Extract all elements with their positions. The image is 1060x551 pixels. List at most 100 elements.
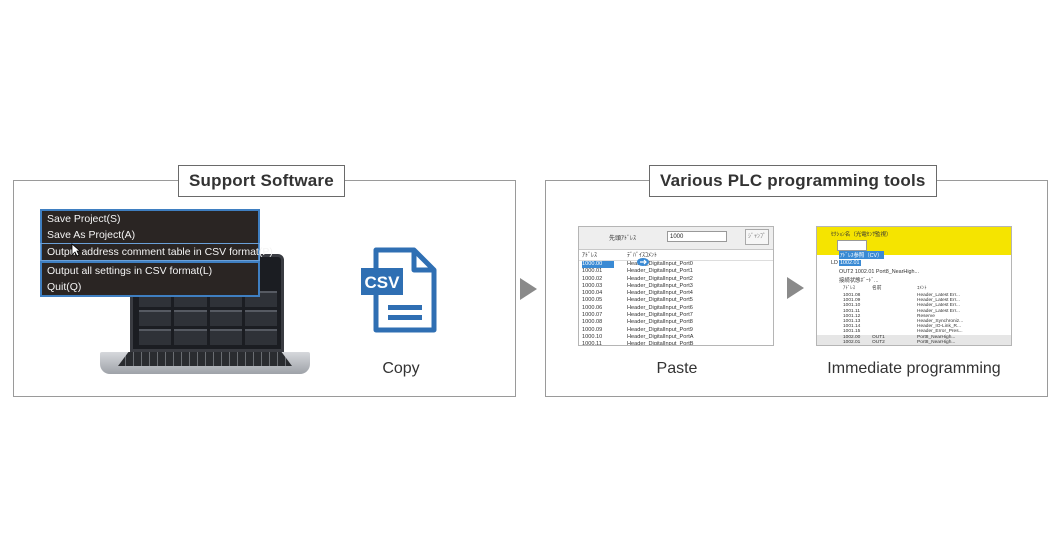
row-comment: Header_DigitalInput_Port9 xyxy=(627,326,693,333)
menu-item-save-project[interactable]: Save Project(S) xyxy=(47,213,121,225)
row-address: 1000.06 xyxy=(582,304,603,311)
programming-screenshot: ｾｸｼｮﾝ名（光電ｾﾝｻ監視） ｱﾄﾞﾚｽ参照（CV） LD 1002.01 O… xyxy=(816,226,1012,346)
out-line: OUT2 1002.01 Port8_NearHigh... xyxy=(839,269,920,275)
row-address: 1001.14 xyxy=(843,324,861,330)
jump-button[interactable]: ｼﾞｬﾝﾌﾟ xyxy=(745,229,769,245)
plc-tools-title: Various PLC programming tools xyxy=(649,165,937,197)
table-row[interactable]: 1000.11 Header_DigitalInput_PortB xyxy=(579,341,773,346)
table-row[interactable]: 1000.10 Header_DigitalInput_PortA xyxy=(579,334,773,341)
row-comment: Header_Error_Pres... xyxy=(917,329,963,335)
row-comment: Header_DigitalInput_Port8 xyxy=(627,319,693,326)
row-address: 1000.09 xyxy=(582,326,603,333)
csv-badge-text: CSV xyxy=(365,273,401,292)
column-address: ｱﾄﾞﾚｽ xyxy=(843,286,855,291)
row-comment: Header_IO-Link_R... xyxy=(917,324,961,330)
laptop-keyboard xyxy=(118,352,292,366)
row-comment: Header_DigitalInput_Port0 xyxy=(627,261,693,267)
row-address: 1001.12 xyxy=(843,313,861,319)
menu-separator xyxy=(40,261,260,263)
out-sub-line: 接続状態ﾎﾞｰﾄﾞ... xyxy=(839,278,879,284)
table-row[interactable]: 1000.00 Header_DigitalInput_Port0 xyxy=(579,261,773,269)
row-name: OUT1 xyxy=(872,334,885,340)
table-row[interactable]: 1001.12 Reserve xyxy=(817,314,1011,319)
table-row[interactable]: 1000.03 Header_DigitalInput_Port3 xyxy=(579,283,773,290)
row-address: 1001.08 xyxy=(843,293,861,298)
ld-instruction: LD xyxy=(831,260,838,266)
row-comment: Port8_NearHigh... xyxy=(917,334,956,340)
row-address: 1000.10 xyxy=(582,333,603,340)
row-address: 1000.01 xyxy=(582,268,603,275)
csv-file-icon: CSV xyxy=(361,247,437,333)
row-address: 1000.02 xyxy=(582,275,603,282)
column-comment: ﾃﾞﾊﾞｲｽｺﾒﾝﾄ xyxy=(627,253,658,259)
support-software-title: Support Software xyxy=(178,165,345,197)
paste-marker-icon xyxy=(637,258,649,266)
row-address: 1001.11 xyxy=(843,308,860,314)
table-row[interactable]: 1001.15 Header_Error_Pres... xyxy=(817,329,1011,334)
ld-operand: 1002.01 xyxy=(839,260,861,266)
menu-item-output-address-comment-csv[interactable]: Output address comment table in CSV form… xyxy=(40,243,273,261)
row-comment: Header_DigitalInput_Port5 xyxy=(627,297,693,304)
row-comment: Header_Latest Err... xyxy=(917,308,960,314)
caption-immediate-programming: Immediate programming xyxy=(827,360,1001,377)
menu-item-save-as-project[interactable]: Save As Project(A) xyxy=(47,229,136,241)
row-address: 1000.07 xyxy=(582,312,603,319)
row-address: 1002.00 xyxy=(843,334,861,340)
caption-copy: Copy xyxy=(382,360,420,377)
column-name: 名前 xyxy=(872,286,882,291)
start-address-input[interactable]: 1000 xyxy=(667,231,727,242)
row-comment: Header_Latest Err... xyxy=(917,298,960,304)
row-comment: Header_DigitalInput_PortB xyxy=(627,341,694,346)
section-subwindow xyxy=(837,240,867,251)
row-address: 1000.00 xyxy=(582,261,614,269)
row-comment: Header_DigitalInput_Port3 xyxy=(627,282,693,289)
table-row[interactable]: 1001.11 Header_Latest Err... xyxy=(817,309,1011,314)
row-comment: Header_DigitalInput_Port2 xyxy=(627,275,693,282)
row-comment: Header_DigitalInput_PortA xyxy=(627,333,694,340)
caption-paste: Paste xyxy=(656,360,698,377)
paste-screenshot: 先頭ｱﾄﾞﾚｽ 1000 ｼﾞｬﾝﾌﾟ ｱﾄﾞﾚｽ ﾃﾞﾊﾞｲｽｺﾒﾝﾄ 100… xyxy=(578,226,774,346)
start-address-label: 先頭ｱﾄﾞﾚｽ xyxy=(609,236,637,242)
row-name: OUT2 xyxy=(872,339,885,345)
row-comment: Reserve xyxy=(917,313,935,319)
menu-item-quit[interactable]: Quit(Q) xyxy=(47,281,82,293)
row-comment: Header_DigitalInput_Port4 xyxy=(627,290,693,297)
row-address: 1001.13 xyxy=(843,318,861,324)
paste-table-header: ｱﾄﾞﾚｽ ﾃﾞﾊﾞｲｽｺﾒﾝﾄ xyxy=(579,250,773,261)
table-row[interactable]: 1000.05 Header_DigitalInput_Port5 xyxy=(579,297,773,304)
table-row[interactable]: 1000.09 Header_DigitalInput_Port9 xyxy=(579,327,773,334)
paste-toolbar: 先頭ｱﾄﾞﾚｽ 1000 ｼﾞｬﾝﾌﾟ xyxy=(579,227,773,250)
laptop-dashboard xyxy=(139,291,277,345)
table-row[interactable]: 1002.01 OUT2 Port8_NearHigh... xyxy=(817,339,1011,345)
section-title: ｾｸｼｮﾝ名（光電ｾﾝｻ監視） xyxy=(831,232,892,238)
table-row[interactable]: 1001.14 Header_IO-Link_R... xyxy=(817,324,1011,329)
row-comment: Header_Latest Err... xyxy=(917,303,960,309)
row-address: 1002.01 xyxy=(843,339,861,345)
row-comment: Header_Latest Err... xyxy=(917,293,960,298)
row-address: 1000.03 xyxy=(582,282,603,289)
mouse-cursor-icon xyxy=(71,243,81,257)
row-address: 1000.11 xyxy=(582,341,602,346)
row-address: 1001.15 xyxy=(843,329,861,335)
table-row[interactable]: 1001.08 Header_Latest Err... xyxy=(817,293,1011,298)
address-reference-highlight: ｱﾄﾞﾚｽ参照（CV） xyxy=(839,251,884,259)
menu-item-output-all-settings-csv[interactable]: Output all settings in CSV format(L) xyxy=(47,265,213,277)
table-row[interactable]: 1002.00 OUT1 Port8_NearHigh... xyxy=(817,334,1011,340)
column-address: ｱﾄﾞﾚｽ xyxy=(582,253,598,259)
arrow-right-icon xyxy=(787,277,804,299)
program-table-header: ｱﾄﾞﾚｽ 名前 ｺﾒﾝﾄ xyxy=(817,285,1011,293)
table-row[interactable]: 1000.02 Header_DigitalInput_Port2 xyxy=(579,276,773,283)
row-comment: Port8_NearHigh... xyxy=(917,339,956,345)
row-address: 1000.05 xyxy=(582,297,603,304)
section-title-bar: ｾｸｼｮﾝ名（光電ｾﾝｻ監視） xyxy=(817,227,1011,255)
